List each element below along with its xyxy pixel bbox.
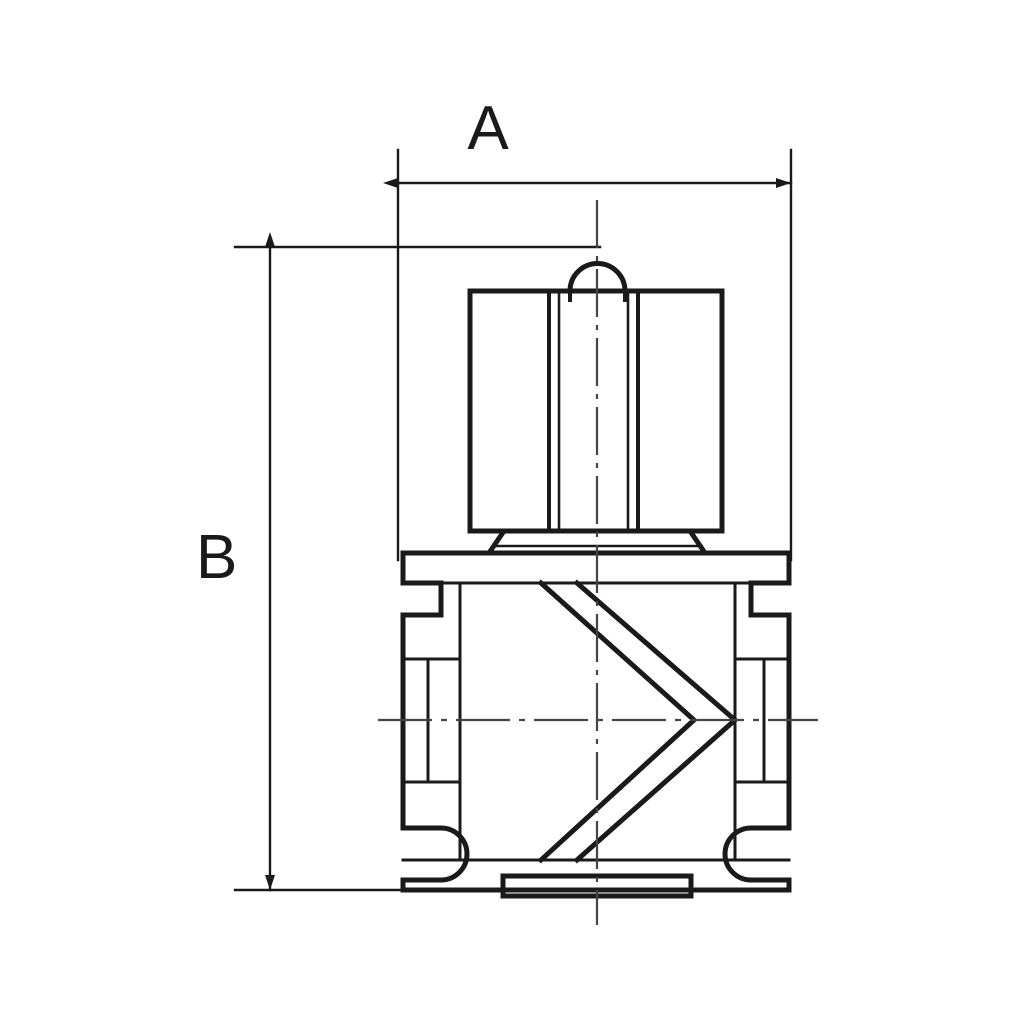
centerlines (378, 200, 818, 925)
dimension-label-A: A (467, 94, 509, 163)
dimension-label-B: B (196, 523, 238, 592)
flow-arrow-chevron-outer (573, 579, 739, 864)
valve-body-outline (400, 550, 792, 893)
mounting-plate (500, 873, 694, 899)
dimension-B (233, 232, 602, 892)
solenoid-cap-dome (567, 261, 628, 294)
flow-arrow-chevron-inner (537, 579, 698, 864)
dimension-A (383, 148, 793, 562)
